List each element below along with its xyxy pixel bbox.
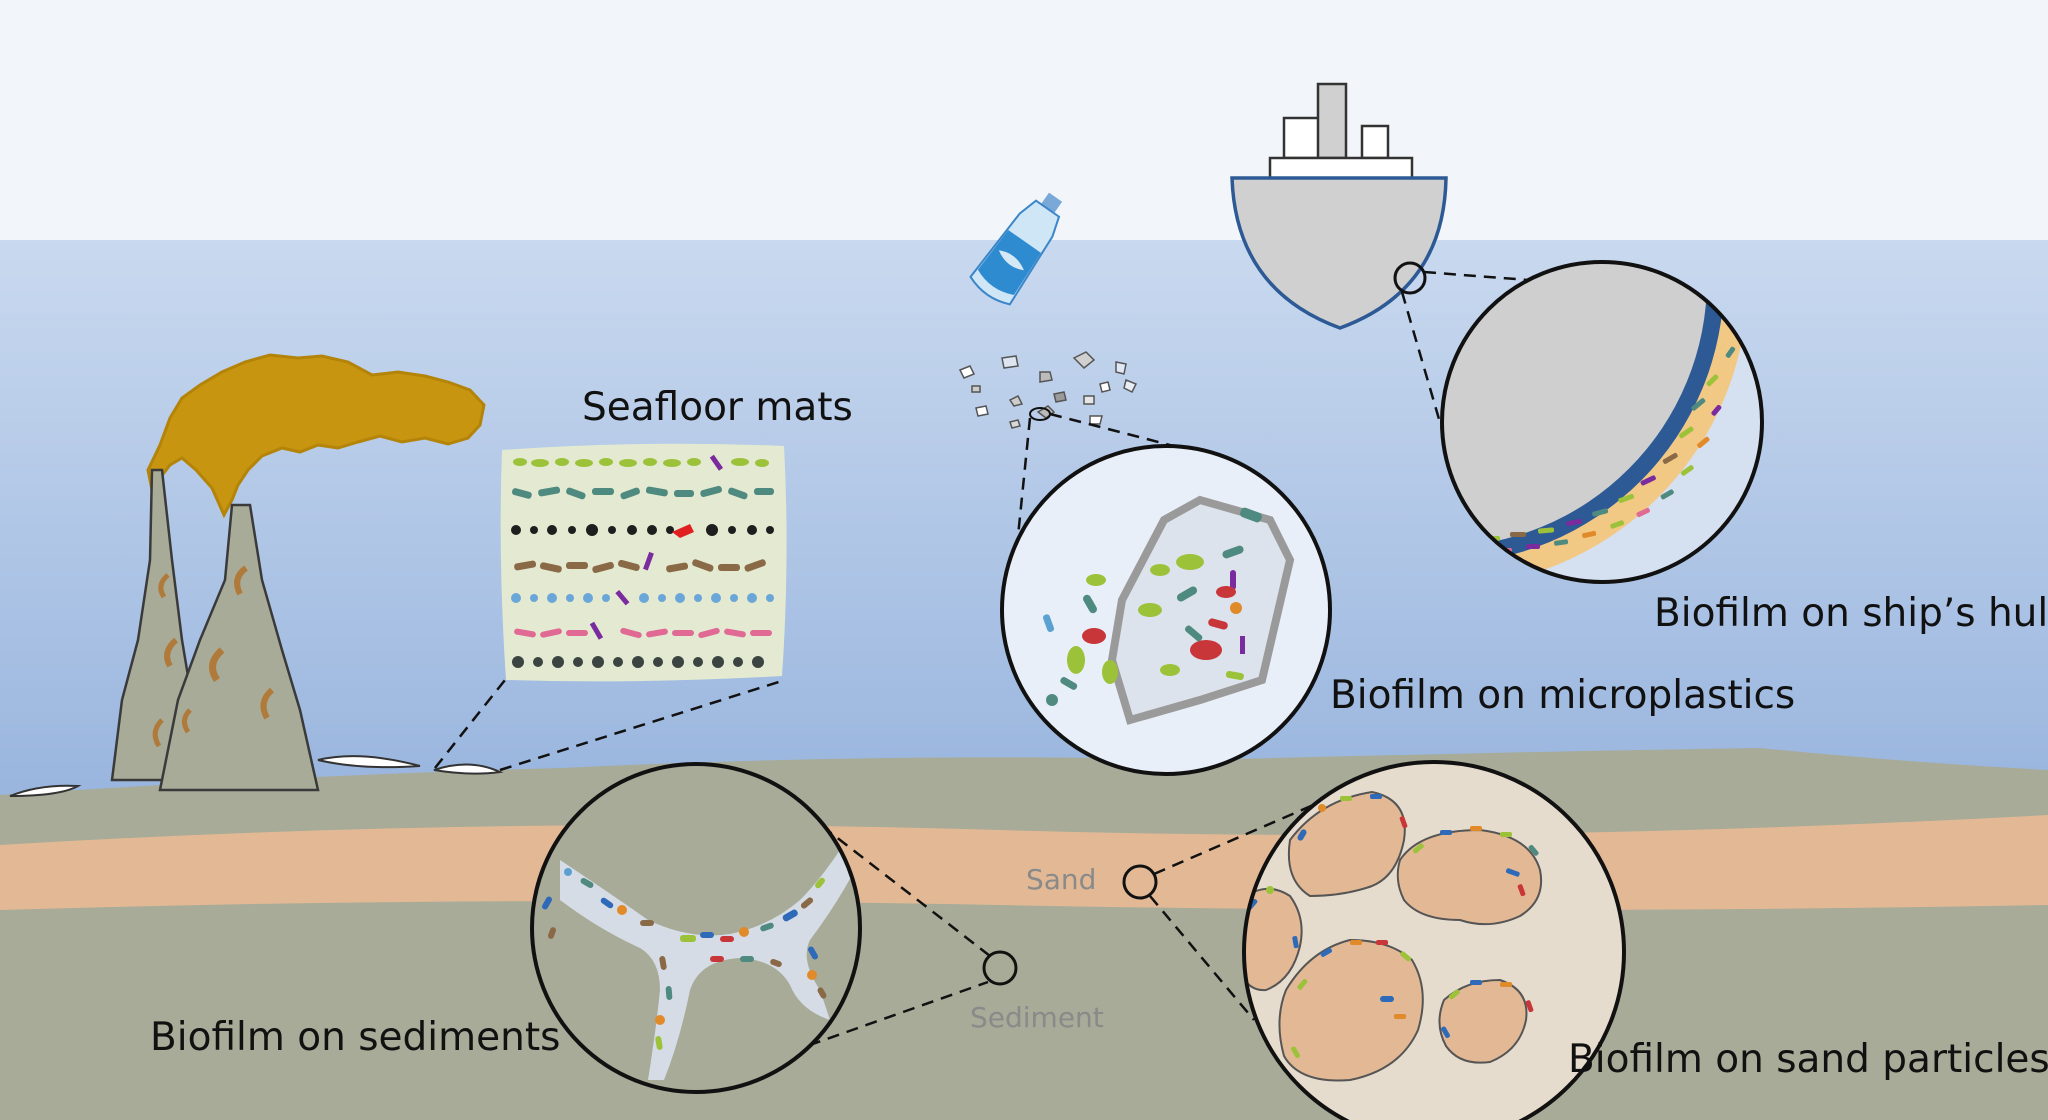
sediments-inset	[530, 762, 1018, 1094]
vent-chimney-right	[158, 503, 320, 792]
mats-row-brown	[514, 559, 766, 574]
label-seafloor-mats: Seafloor mats	[582, 385, 853, 430]
vent-plume	[146, 353, 486, 519]
label-biofilm-ship-hull: Biofilm on ship’s hull	[1654, 591, 2048, 636]
sand-grain-5	[1438, 978, 1528, 1064]
sand-grain-3	[1244, 888, 1303, 992]
seafloor-mats-inset	[434, 443, 787, 772]
sand-grain-4	[1278, 938, 1424, 1082]
mats-row-gray	[512, 656, 764, 668]
sediment-biofilm-cells	[542, 868, 827, 1050]
mats-row-pink	[514, 627, 772, 639]
mats-row-teal	[511, 485, 774, 500]
label-biofilm-sand-particles: Biofilm on sand particles	[1568, 1037, 2048, 1082]
plastic-bottle-icon	[969, 192, 1063, 306]
label-sediment: Sediment	[970, 1001, 1104, 1034]
microplastic-biofilm-cells	[1043, 507, 1262, 706]
sky	[0, 0, 2048, 240]
sand-grain-2	[1396, 828, 1542, 926]
sand-biofilm-cells	[1247, 794, 1539, 1058]
ship-icon	[1230, 82, 1448, 330]
label-biofilm-microplastics: Biofilm on microplastics	[1330, 673, 1796, 718]
pore-space	[560, 850, 860, 1080]
mats-row-green	[513, 458, 769, 467]
label-biofilm-sediments: Biofilm on sediments	[150, 1015, 561, 1060]
microplastics-inset	[1000, 407, 1332, 776]
mats-row-blue	[511, 593, 774, 603]
hydrothermal-vent-icon	[110, 353, 486, 792]
microplastic-fragments-icon	[958, 351, 1138, 429]
sand-particles-inset	[1122, 760, 1626, 1120]
label-sand: Sand	[1026, 863, 1097, 896]
mats-layer-panel	[500, 443, 787, 682]
ship-hull-inset	[1400, 260, 1764, 584]
seafloor-mat-patches	[9, 755, 504, 797]
